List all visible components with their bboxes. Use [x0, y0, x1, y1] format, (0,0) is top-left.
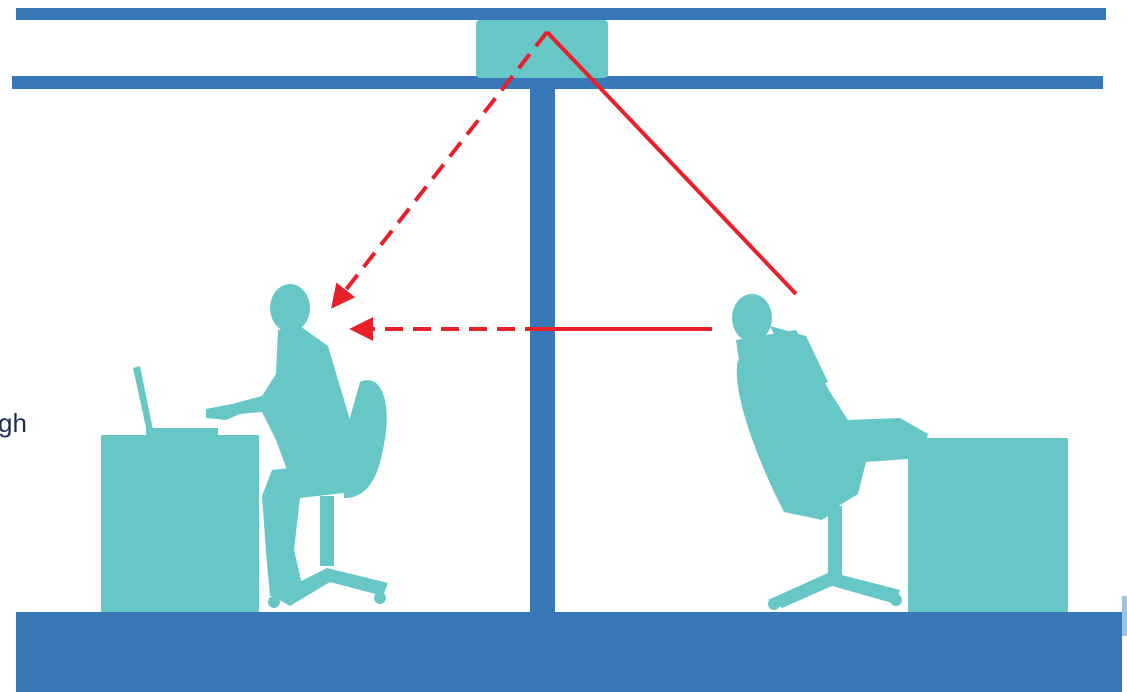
- laptop-screen: [133, 366, 153, 432]
- laptop-base: [146, 428, 218, 435]
- flanking-path-solid: [547, 32, 796, 294]
- floor-edge-fragment: [1122, 596, 1127, 636]
- right-workstation: [732, 294, 1068, 612]
- left-desk: [101, 435, 259, 612]
- left-workstation: [101, 284, 388, 612]
- partition-wall: [530, 89, 555, 619]
- floor: [16, 612, 1122, 692]
- upper-ceiling-beam: [16, 8, 1106, 20]
- reclining-phone-person: [732, 294, 928, 610]
- right-desk: [908, 438, 1068, 612]
- ceiling-unit: [476, 20, 608, 78]
